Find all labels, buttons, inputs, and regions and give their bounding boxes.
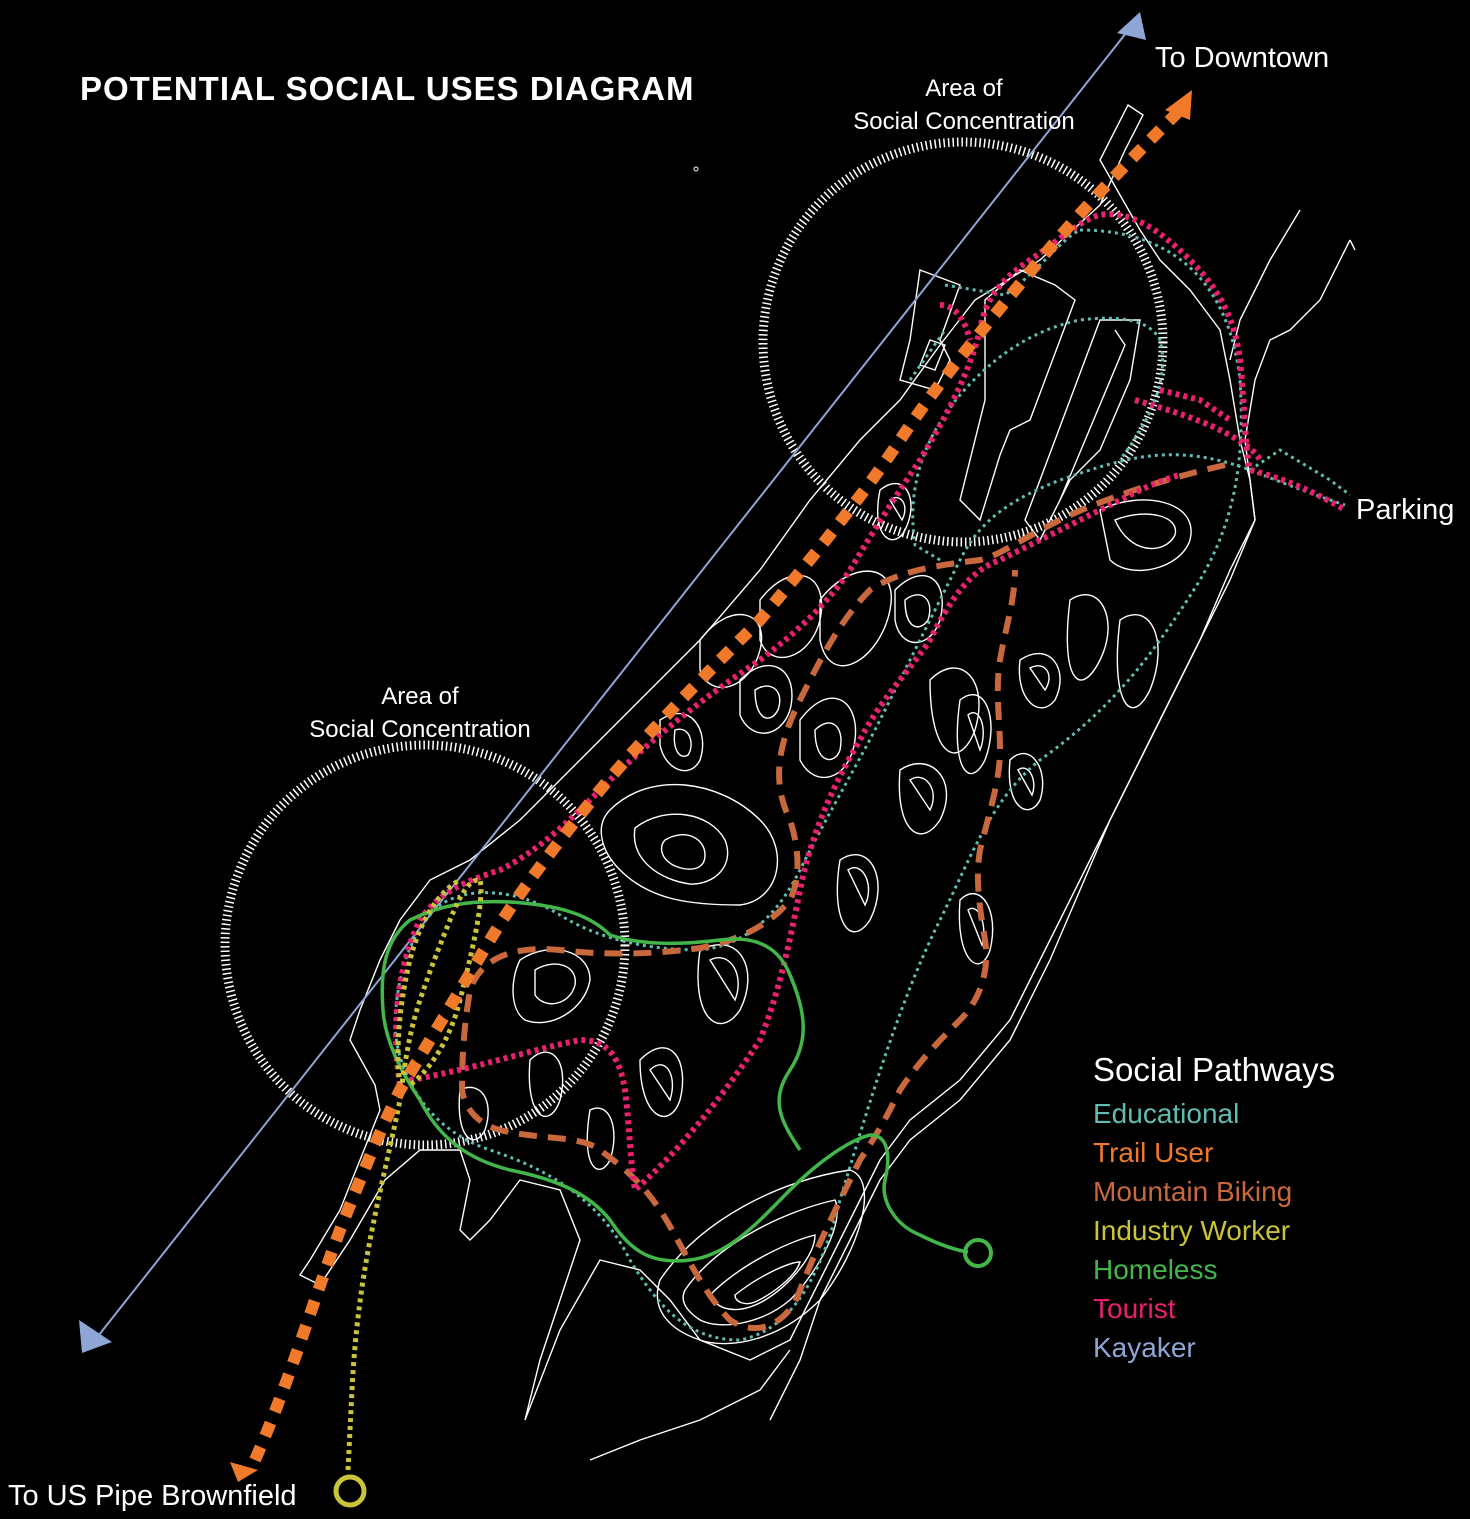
homeless-route [380,899,969,1263]
contour-blob-8 [956,693,992,775]
parking-label: Parking [1356,494,1455,526]
contour-east-ribs [699,570,1159,754]
area-label-south-line2: Social Concentration [309,716,531,743]
legend-item-kayaker: Kayaker [1093,1332,1196,1363]
contour-south-hill [656,1169,866,1345]
trail-arrow-north [1165,90,1192,120]
concentration-circle-south [220,740,630,1150]
to-brownfield-label: To US Pipe Brownfield [8,1480,297,1512]
homeless-origin-marker [963,1238,993,1268]
legend-item-homeless: Homeless [1093,1254,1218,1285]
to-downtown-label: To Downtown [1155,42,1330,74]
social-concentration-areas [220,137,1168,1150]
area-label-north-line2: Social Concentration [853,108,1075,135]
legend-item-educational: Educational [1093,1098,1240,1129]
contour-blob-9 [1008,752,1044,811]
river-edge-east [769,209,1356,1421]
legend-item-mountain-biking: Mountain Biking [1093,1176,1293,1207]
concentration-circle-north [758,137,1168,547]
contour-blob-12 [958,893,994,965]
building-footprints [899,269,1141,542]
area-label-north-line1: Area of [925,75,1003,102]
legend-item-tourist: Tourist [1093,1293,1176,1324]
trail-user-route [230,90,1192,1482]
stray-mark [693,166,699,172]
legend-item-industry-worker: Industry Worker [1093,1215,1291,1246]
contour-blob-16 [528,1051,564,1118]
industry-worker-origin-marker [333,1474,367,1508]
contour-blob-2 [739,664,793,734]
area-label-north: Area of Social Concentration [844,72,1084,138]
contour-blob-1 [659,713,704,772]
area-label-south-line1: Area of [381,683,459,710]
kayaker-arrow-south [79,1320,112,1353]
contour-blob-13 [697,944,749,1025]
site-contours [298,103,1356,1461]
contour-large-center [600,783,779,906]
mountain-biking-route [458,462,1226,1332]
contour-blob-10 [898,763,948,835]
industry-worker-route [345,877,484,1471]
contour-blob-6 [1099,499,1192,572]
kayaker-route [79,12,1146,1353]
contour-blob-17 [458,1086,489,1141]
legend-item-trail-user: Trail User [1093,1137,1214,1168]
river-edge-south [589,1349,791,1461]
tourist-route [393,211,1347,1196]
kayaker-arrow-north [1117,12,1146,40]
contour-blob-3 [799,697,857,779]
legend: Social Pathways Educational Trail User M… [1093,1050,1335,1367]
legend-title: Social Pathways [1093,1051,1336,1088]
site-boundary [298,103,1256,1421]
trail-arrow-south [230,1462,258,1482]
area-label-south: Area of Social Concentration [300,680,540,746]
diagram-title: POTENTIAL SOCIAL USES DIAGRAM [80,70,695,107]
contour-blob-15 [639,1047,684,1117]
contour-blob-7 [1018,653,1061,709]
contour-blob-14 [512,948,591,1024]
contour-blob-11 [836,854,879,933]
